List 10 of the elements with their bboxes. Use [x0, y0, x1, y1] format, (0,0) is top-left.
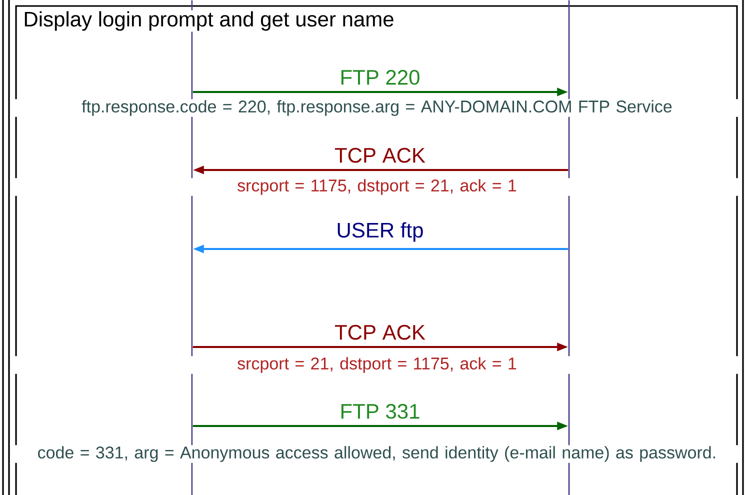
message-detail: srcport = 21, dstport = 1175, ack = 1	[14, 356, 740, 374]
edge-label: USER ftp	[338, 222, 423, 242]
edge-label: TCP ACK	[334, 148, 426, 163]
edge-label: FTP 331	[341, 404, 420, 419]
edge-label: FTP 220	[341, 70, 420, 85]
message-detail: ftp.response.code = 220, ftp.response.arg = ANY-DOMAIN.COM FTP Service	[14, 99, 740, 117]
frame-title: Display login prompt and get user name	[22, 10, 396, 32]
edge-label: TCP ACK	[334, 324, 426, 340]
message-detail: srcport = 1175, dstport = 21, ack = 1	[14, 178, 740, 196]
message-detail: code = 331, arg = Anonymous access allowed, send identity (e-mail name) as password.	[14, 445, 740, 463]
